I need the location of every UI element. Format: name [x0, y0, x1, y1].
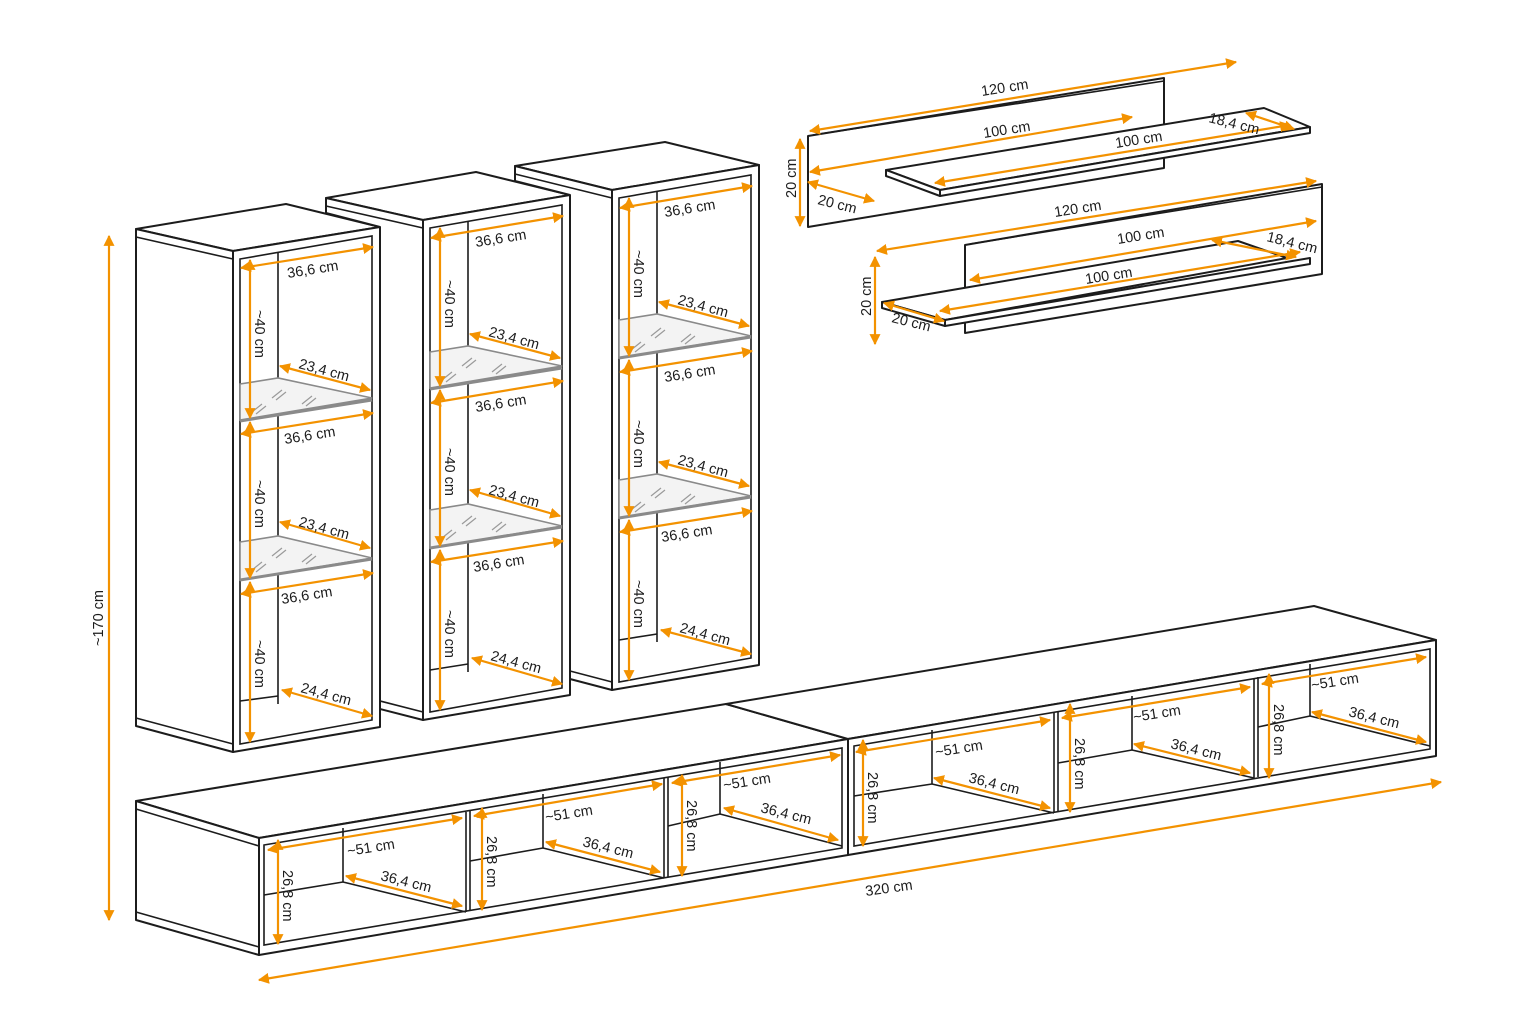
- overall-height-dimension: ~170 cm: [91, 234, 115, 922]
- dimension-label: 26,8 cm: [1071, 738, 1087, 790]
- dimension-label: 26,8 cm: [864, 772, 880, 824]
- dimension-label: ~40 cm: [251, 640, 267, 688]
- dimension-label: 36,6 cm: [283, 424, 336, 448]
- display-cabinet-1: 36,6 cm ~40 cm 23,4 cm 36,6 cm ~40 cm 23…: [135, 203, 381, 753]
- dimension-label: ~40 cm: [630, 250, 646, 298]
- overall-height-label: ~170 cm: [91, 590, 107, 646]
- glass-shelf: [618, 473, 752, 519]
- dimension-label: ~40 cm: [441, 280, 457, 328]
- dimension-label: ~40 cm: [251, 480, 267, 528]
- dimension-label: ~40 cm: [441, 448, 457, 496]
- dimension-label: 26,8 cm: [279, 870, 295, 922]
- glass-shelf: [618, 313, 752, 359]
- dimension-label: 20 cm: [784, 159, 800, 199]
- dimension-label: 36,6 cm: [474, 392, 527, 416]
- dimension-label: 120 cm: [980, 77, 1029, 100]
- dimension-label: ~51 cm: [1310, 671, 1360, 694]
- dimension-label: 36,6 cm: [280, 584, 333, 608]
- dimension-label: 100 cm: [1084, 265, 1133, 288]
- wall-shelf-2: 120 cm 100 cm 100 cm 18,4 cm 20 cm 20 cm: [859, 177, 1323, 346]
- dimension-label: 100 cm: [1116, 225, 1165, 248]
- dimension-label: ~40 cm: [630, 580, 646, 628]
- dimension-label: ~40 cm: [441, 610, 457, 658]
- dimension-label: ~51 cm: [1132, 703, 1182, 726]
- dimension-label: 26,8 cm: [483, 836, 499, 888]
- dimension-label: ~40 cm: [251, 310, 267, 358]
- dimension-label: ~40 cm: [630, 420, 646, 468]
- dimension-label: 20 cm: [859, 277, 875, 317]
- dimension-label: 26,8 cm: [1270, 704, 1286, 756]
- dimension-label: ~51 cm: [934, 738, 984, 761]
- overall-width-dimension: 320 cm: [257, 778, 1443, 984]
- dimension-label: 26,8 cm: [683, 800, 699, 852]
- dimension-label: 36,6 cm: [474, 227, 527, 251]
- glass-shelf: [239, 535, 373, 581]
- display-cabinet-2: 36,6 cm ~40 cm 23,4 cm 36,6 cm ~40 cm 23…: [325, 171, 571, 721]
- dimension-label: 100 cm: [1114, 129, 1163, 152]
- dimension-label: 36,6 cm: [286, 258, 339, 282]
- display-cabinet-3: 36,6 cm ~40 cm 23,4 cm 36,6 cm ~40 cm 23…: [514, 141, 760, 691]
- dimension-label: 36,6 cm: [660, 522, 713, 546]
- tv-unit-right: ~51 cm 36,4 cm 26,8 cm ~51 cm 36,4 cm 26…: [725, 605, 1437, 856]
- dimension-label: 36,6 cm: [663, 197, 716, 221]
- dimension-label: 120 cm: [1053, 198, 1102, 221]
- dimension-label: 36,6 cm: [472, 552, 525, 576]
- overall-width-label: 320 cm: [864, 877, 913, 899]
- glass-shelf: [429, 503, 563, 549]
- dimension-label: 36,6 cm: [663, 362, 716, 386]
